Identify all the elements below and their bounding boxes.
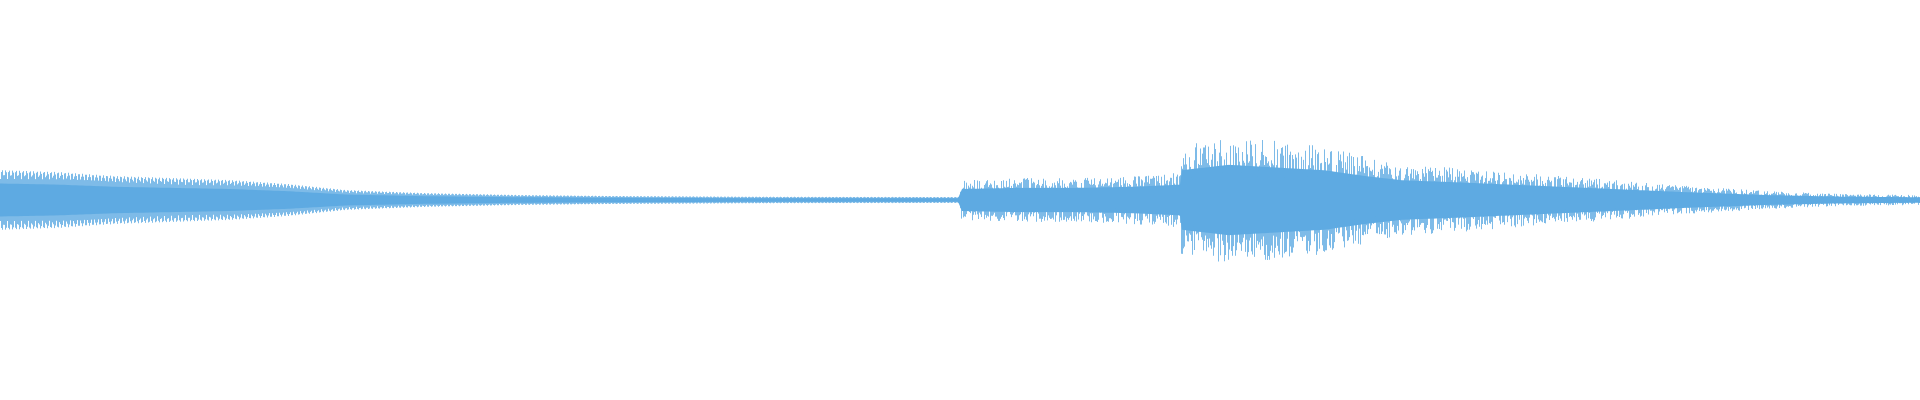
waveform-core [0,164,1920,236]
waveform-samples [0,140,1920,262]
